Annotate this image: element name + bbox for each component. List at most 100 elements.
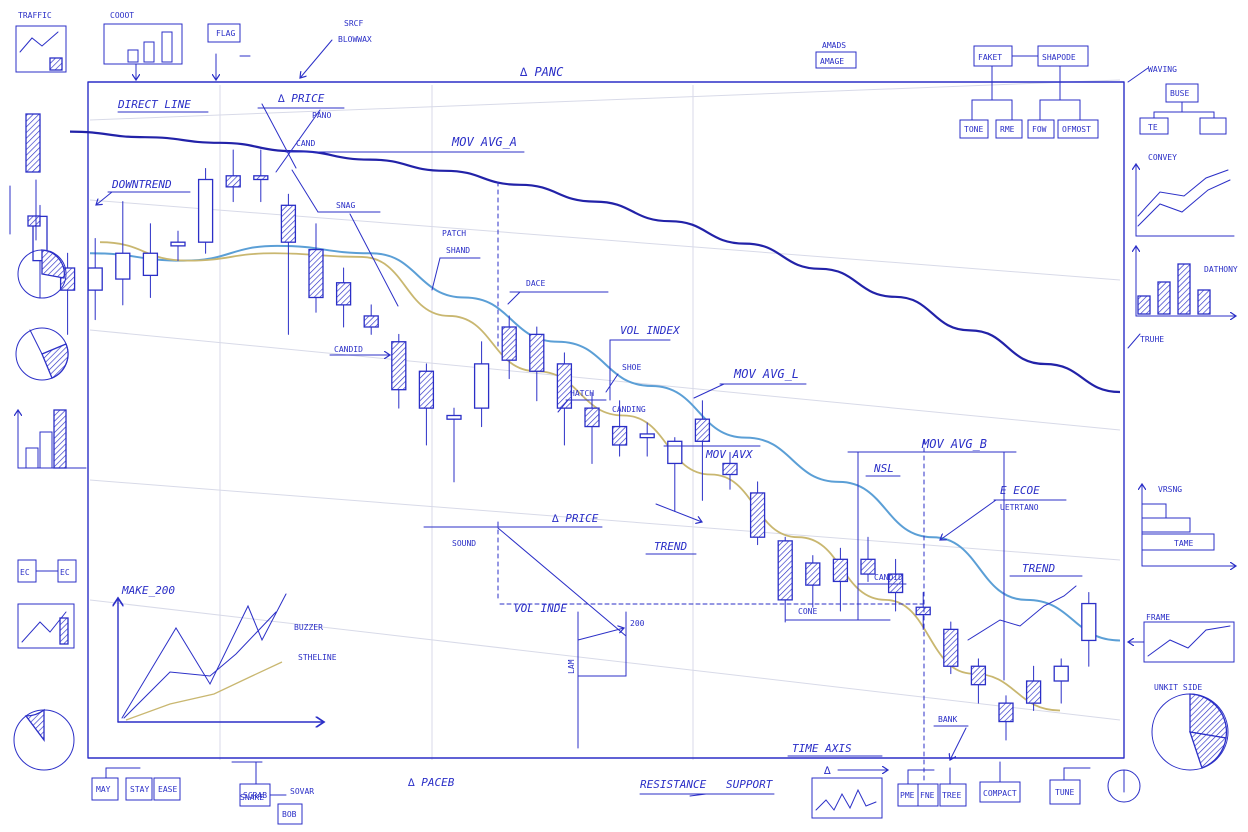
candle-body <box>391 341 407 391</box>
candle <box>308 223 324 313</box>
ofmost-label: OFMOST <box>1062 125 1091 134</box>
left-box-b-label: EC <box>60 568 70 577</box>
time-axis-label: TIME AXIS <box>792 742 852 755</box>
bank-label: BANK <box>938 715 957 724</box>
candle-body <box>722 462 738 476</box>
frame-label: FRAME <box>1146 613 1170 622</box>
fow-label: FOW <box>1032 125 1047 134</box>
candle-body <box>473 363 490 409</box>
value-200-label: 200 <box>630 619 645 628</box>
candle <box>805 555 821 608</box>
scrab-label: SCRAB <box>243 791 267 800</box>
support-label: SUPPORT <box>726 778 774 791</box>
candle <box>611 400 628 457</box>
tame-label: TAME <box>1174 539 1193 548</box>
mov-avg-a-label: MOV AVG_A <box>451 135 517 149</box>
candle-body <box>694 418 711 442</box>
moving-average-line <box>99 241 1061 712</box>
main-bottom-label: ∆ PACEB <box>407 776 455 789</box>
amage-label: AMAGE <box>820 57 844 66</box>
snake-label: SNAKE <box>240 793 264 802</box>
sound-label: SOUND <box>452 539 476 548</box>
lam-label: LAM <box>567 659 576 674</box>
bob-label: BOB <box>282 810 297 819</box>
srcf-label: SRCF <box>344 19 363 28</box>
tree-label: TREE <box>942 791 961 800</box>
candle-body <box>115 252 131 280</box>
vrsng-label: VRSNG <box>1158 485 1182 494</box>
candle <box>943 621 959 675</box>
direct-line-label: DIRECT LINE <box>117 98 191 111</box>
cand-label: CAND <box>296 139 315 148</box>
compact-label: COMPACT <box>983 789 1017 798</box>
candle-body <box>87 267 103 291</box>
mov-avg-l-label: MOV AVG_L <box>733 367 799 381</box>
candle-body <box>335 282 352 306</box>
candle-body <box>225 175 241 188</box>
candle <box>446 407 462 483</box>
buzzer-label: BUZZER <box>294 623 323 632</box>
snake-annotation: SNAKE <box>240 793 264 802</box>
hatch-label: HATCH <box>570 389 594 398</box>
candle <box>998 695 1014 741</box>
candle <box>860 536 876 582</box>
canding-label: CANDING <box>612 405 646 414</box>
candid2-label: CANDID <box>874 573 903 582</box>
candle-body <box>749 492 766 538</box>
traffic-label: TRAFFIC <box>18 11 52 20</box>
candle-body <box>1081 602 1097 642</box>
shoe-label: SHOE <box>622 363 641 372</box>
main-chart-frame <box>87 81 1125 759</box>
candle-body <box>253 175 269 181</box>
flag-label: FLAG <box>216 29 235 38</box>
left-margin: TRAFFIC EC EC <box>9 11 87 771</box>
blowwax-label: BLOWWAX <box>338 35 372 44</box>
candle <box>363 304 379 335</box>
candle-body <box>970 665 987 686</box>
candle <box>280 193 297 335</box>
shand-label: SHAND <box>446 246 470 255</box>
dace-label: DACE <box>526 279 545 288</box>
candle <box>335 267 352 328</box>
candle-body <box>832 558 849 583</box>
faket-label: FAKET <box>978 53 1002 62</box>
candle-body <box>611 425 628 446</box>
rme-label: RME <box>1000 125 1015 134</box>
vol-index-label: VOL INDEX <box>620 324 681 337</box>
inset-line-gold <box>125 661 283 721</box>
candle <box>887 558 904 612</box>
candle <box>87 238 103 321</box>
top-margin: COOOT FLAG SRCF BLOWWAX AMADS AMAGE FAKE… <box>103 11 1099 139</box>
candle-body <box>197 178 214 243</box>
annotation-layer: DIRECT LINE ∆ PRICE PANO CAND MOV AVG_A … <box>96 92 1083 781</box>
candle <box>667 437 683 512</box>
u-etrtano-label: UETRTANO <box>1000 503 1039 512</box>
e-ecoe-label: E ECOE <box>1000 484 1040 497</box>
candle <box>777 536 793 623</box>
sovar-label: SOVAR <box>290 787 314 796</box>
moving-average-layer <box>69 130 1121 712</box>
dathony-label: DATHONY <box>1204 265 1238 274</box>
candle-body <box>998 702 1014 723</box>
candle <box>970 658 987 704</box>
moving-average-line <box>89 244 1121 642</box>
mov-avx-label: MOV AVX <box>705 448 754 461</box>
left-box-a-label: EC <box>20 568 30 577</box>
amads-label: AMADS <box>822 41 846 50</box>
candle <box>1053 658 1069 704</box>
candle-body <box>501 326 517 361</box>
candle <box>1081 592 1097 667</box>
candle-body <box>777 540 793 601</box>
ease-label: EASE <box>158 785 177 794</box>
delta-price-label: ∆ PRICE <box>277 92 325 105</box>
shapode-label: SHAPODE <box>1042 53 1076 62</box>
candle <box>749 481 766 546</box>
candle-body <box>418 370 435 409</box>
candle-body <box>639 433 655 439</box>
buse-label: BUSE <box>1170 89 1189 98</box>
nsl-label: NSL <box>873 462 894 475</box>
candid-label: CANDID <box>334 345 363 354</box>
candle <box>639 422 655 457</box>
stheline-label: STHELINE <box>298 653 337 662</box>
candle-body <box>805 562 821 586</box>
